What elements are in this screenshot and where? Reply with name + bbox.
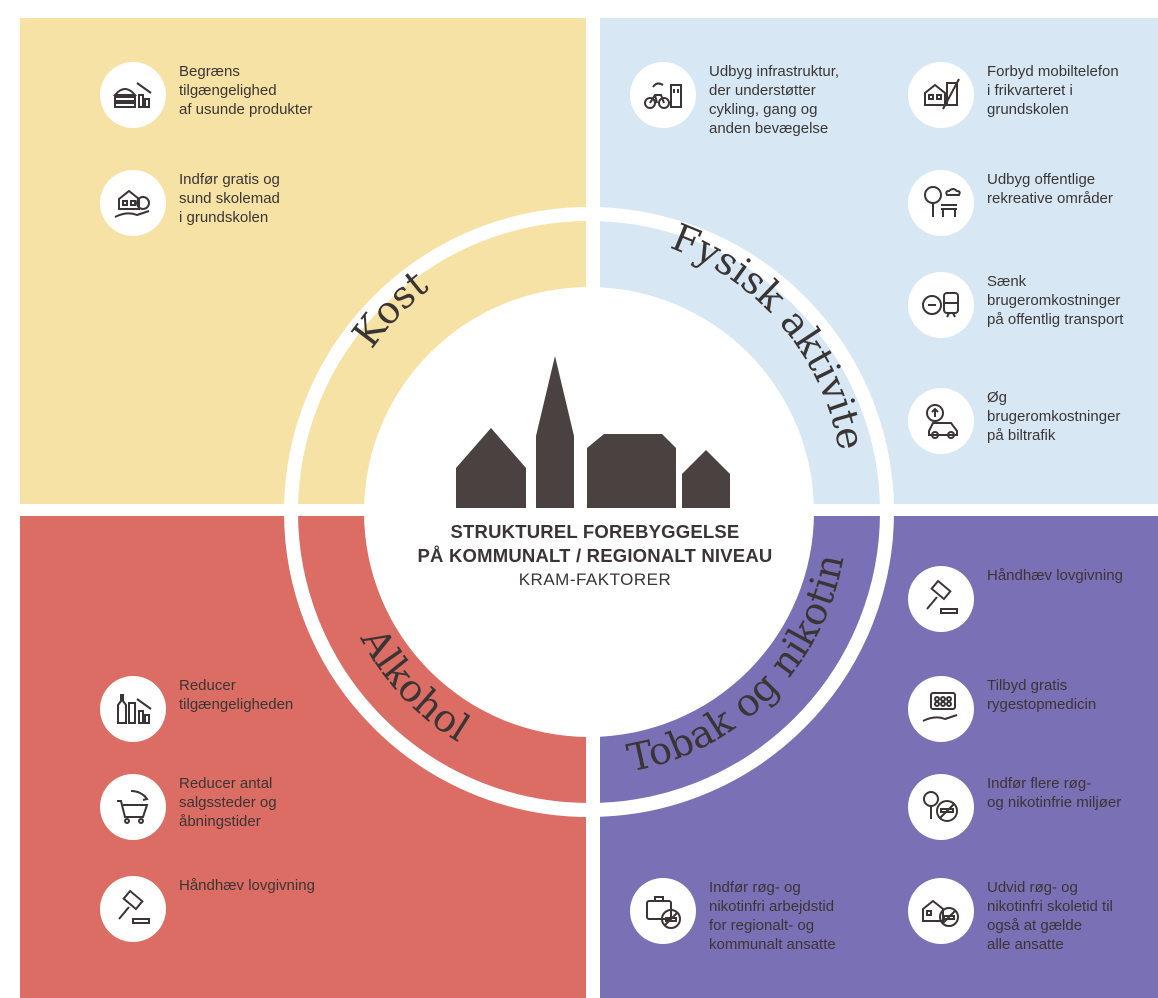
tobak-item-2-text: Tilbyd gratis rygestopmedicin — [987, 677, 1097, 713]
gavel-icon — [908, 566, 974, 632]
tree-bench-icon — [908, 170, 974, 236]
horizontal-divider — [0, 504, 1158, 516]
fysisk-item-3-text: Udbyg offentlige rekreative områder — [987, 171, 1113, 207]
pills-hand-icon — [908, 676, 974, 742]
gavel-icon — [100, 876, 166, 942]
tobak-item-1-text: Håndhæv lovgivning — [987, 567, 1123, 584]
tobak-item-1: Håndhæv lovgivning — [908, 566, 1123, 632]
alkohol-item-3-text: Håndhæv lovgivning — [179, 877, 315, 894]
alkohol-item-2: Reducer antal salgssteder og åbningstide… — [100, 774, 277, 840]
burger-bars-decline-icon — [100, 62, 166, 128]
kost-item-2-text: Indfør gratis og sund skolemad i grundsk… — [179, 171, 280, 226]
alkohol-item-2-text: Reducer antal salgssteder og åbningstide… — [179, 775, 277, 830]
tobak-item-4: Indfør røg- og nikotinfri arbejdstid for… — [630, 878, 836, 954]
tobak-item-3: Indfør flere røg- og nikotinfrie miljøer — [908, 774, 1121, 840]
school-food-hand-icon — [100, 170, 166, 236]
vertical-divider — [586, 0, 600, 998]
car-coin-up-icon — [908, 388, 974, 454]
alkohol-item-1-text: Reducer tilgængeligheden — [179, 677, 294, 713]
kost-item-2: Indfør gratis og sund skolemad i grundsk… — [100, 170, 280, 236]
tree-no-smoking-icon — [908, 774, 974, 840]
fysisk-item-5-text: Øg brugeromkostninger på biltrafik — [987, 389, 1121, 444]
center-title-line1: STRUKTUREL FOREBYGGELSE — [450, 521, 740, 542]
tobak-item-5: Udvid røg- og nikotinfri skoletid til og… — [908, 878, 1113, 954]
fysisk-item-4-text: Sænk brugeromkostninger på offentlig tra… — [987, 273, 1124, 328]
bottles-decline-icon — [100, 676, 166, 742]
tobak-item-5-text: Udvid røg- og nikotinfri skoletid til og… — [987, 879, 1113, 953]
center-subtitle: KRAM-FAKTORER — [518, 570, 672, 589]
center-title-line2: PÅ KOMMUNALT / REGIONALT NIVEAU — [417, 545, 773, 566]
kost-item-1: Begræns tilgængelighed af usunde produkt… — [100, 62, 312, 128]
fysisk-item-2-text: Forbyd mobiltelefon i frikvarteret i gru… — [987, 63, 1119, 118]
briefcase-no-smoking-icon — [630, 878, 696, 944]
center-caption: STRUKTUREL FOREBYGGELSE PÅ KOMMUNALT / R… — [360, 520, 830, 592]
fysisk-item-1-text: Udbyg infrastruktur, der understøtter cy… — [709, 63, 840, 137]
alkohol-item-1: Reducer tilgængeligheden — [100, 676, 293, 742]
tobak-item-3-text: Indfør flere røg- og nikotinfrie miljøer — [987, 775, 1122, 811]
fysisk-item-2: Forbyd mobiltelefon i frikvarteret i gru… — [908, 62, 1119, 128]
fysisk-item-1: Udbyg infrastruktur, der understøtter cy… — [630, 62, 839, 138]
fysisk-item-5: Øg brugeromkostninger på biltrafik — [908, 388, 1120, 454]
school-no-phone-icon — [908, 62, 974, 128]
kost-item-1-text: Begræns tilgængelighed af usunde produkt… — [179, 63, 313, 118]
bicycle-building-icon — [630, 62, 696, 128]
tobak-item-4-text: Indfør røg- og nikotinfri arbejdstid for… — [709, 879, 836, 953]
train-coin-icon — [908, 272, 974, 338]
fysisk-item-4: Sænk brugeromkostninger på offentlig tra… — [908, 272, 1123, 338]
alkohol-item-3: Håndhæv lovgivning — [100, 876, 315, 942]
cart-decline-icon — [100, 774, 166, 840]
tobak-item-2: Tilbyd gratis rygestopmedicin — [908, 676, 1096, 742]
fysisk-item-3: Udbyg offentlige rekreative områder — [908, 170, 1113, 236]
school-no-smoking-icon — [908, 878, 974, 944]
